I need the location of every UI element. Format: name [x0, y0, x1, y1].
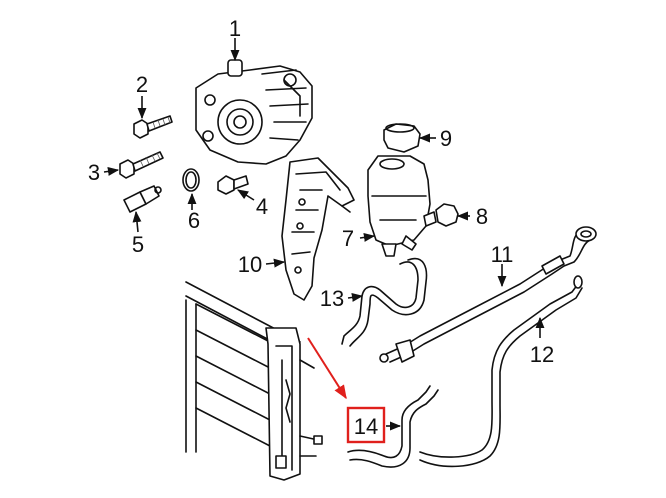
callout-10: 10: [238, 252, 262, 277]
bolt-2-part: [133, 115, 173, 139]
callout-4: 4: [256, 194, 268, 219]
fitting-5-part: [123, 185, 162, 213]
callout-7: 7: [342, 226, 354, 251]
leader-lines: [103, 38, 545, 431]
reservoir-7-part: [367, 155, 437, 257]
callout-9: 9: [440, 126, 452, 151]
highlight-box: [346, 406, 386, 444]
callout-8: 8: [476, 204, 488, 229]
callout-13: 13: [320, 286, 344, 311]
o-ring-6-part: [182, 168, 200, 192]
bolt-3-part: [119, 151, 164, 179]
callout-12: 12: [530, 342, 554, 367]
pump-part: [195, 59, 313, 165]
nut-8-part: [435, 203, 459, 227]
highlight-arrow: [307, 337, 347, 400]
callout-2: 2: [136, 72, 148, 97]
hose-13-part: [341, 257, 428, 347]
callout-3: 3: [88, 160, 100, 185]
callout-11: 11: [491, 242, 514, 267]
hose-14-part: [347, 385, 439, 468]
bracket-10-part: [281, 157, 355, 301]
callout-1: 1: [229, 16, 241, 41]
callout-14: 14: [354, 414, 378, 439]
callout-5: 5: [132, 232, 144, 257]
hose-12-part: [419, 275, 583, 468]
callout-6: 6: [188, 208, 200, 233]
cap-9-part: [383, 123, 421, 153]
radiator-part: [185, 281, 323, 481]
bolt-4-part: [217, 175, 249, 195]
hose-11-part: [379, 226, 597, 363]
